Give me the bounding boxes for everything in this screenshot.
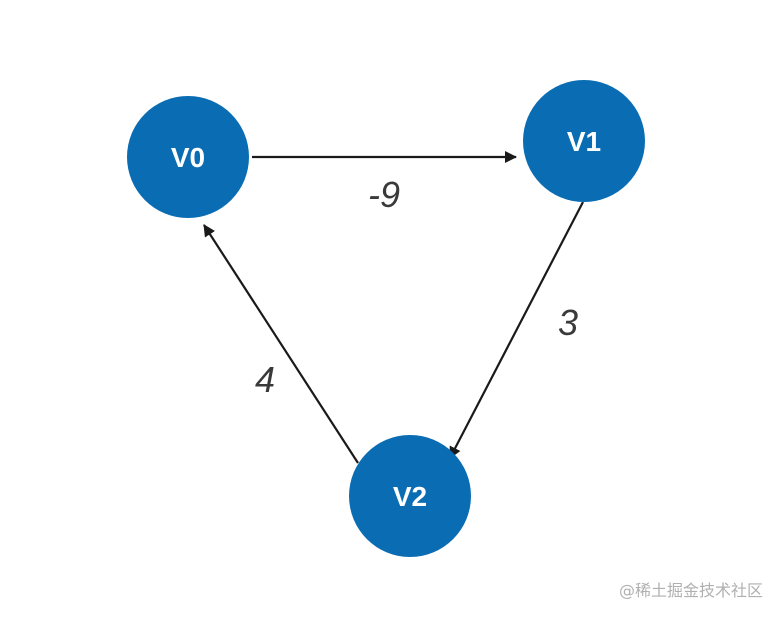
node-v0: V0 — [127, 96, 249, 218]
edge-weight-v2-v0: 4 — [255, 359, 275, 400]
node-v0-circle — [127, 96, 249, 218]
edge-v1-v2 — [449, 201, 584, 459]
edge-weight-v1-v2: 3 — [558, 302, 578, 343]
node-v1-circle — [523, 80, 645, 202]
node-v2-circle — [349, 435, 471, 557]
edge-weight-v0-v1: -9 — [368, 174, 400, 215]
node-v1: V1 — [523, 80, 645, 202]
node-v2: V2 — [349, 435, 471, 557]
node-v0-label: V0 — [171, 142, 205, 173]
node-v1-label: V1 — [567, 126, 601, 157]
node-v2-label: V2 — [393, 481, 427, 512]
edge-v2-v0 — [203, 224, 359, 464]
watermark-text: @稀土掘金技术社区 — [618, 581, 763, 600]
